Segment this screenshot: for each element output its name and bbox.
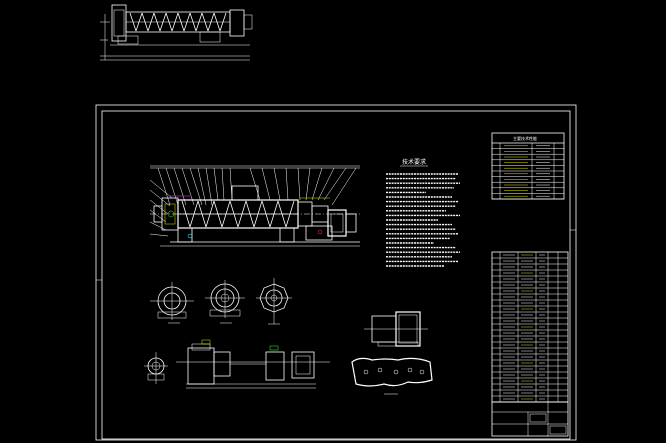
main-assembly-view bbox=[149, 165, 360, 247]
part-leader-lines bbox=[149, 165, 360, 237]
detail-view-base-plate bbox=[351, 357, 433, 395]
thumbnail-assembly-view bbox=[100, 4, 253, 61]
section-view-right bbox=[256, 278, 292, 325]
drawing-sheet bbox=[95, 104, 577, 441]
technical-notes: 技术要求 bbox=[386, 158, 460, 267]
detail-view-flange bbox=[144, 352, 168, 384]
performance-table-rows bbox=[492, 145, 564, 200]
notes-text-lines bbox=[386, 173, 460, 267]
detail-view-gearbox bbox=[364, 311, 428, 347]
section-view-middle bbox=[205, 280, 245, 324]
performance-table-title: 主要技术性能 bbox=[513, 135, 537, 141]
parts-list-table bbox=[491, 251, 569, 403]
section-view-left bbox=[150, 282, 194, 324]
performance-table: 主要技术性能 bbox=[491, 132, 565, 200]
title-block bbox=[491, 401, 569, 437]
detail-view-shaft bbox=[176, 339, 330, 389]
parts-list-rows bbox=[492, 254, 568, 403]
notes-title: 技术要求 bbox=[402, 158, 426, 166]
